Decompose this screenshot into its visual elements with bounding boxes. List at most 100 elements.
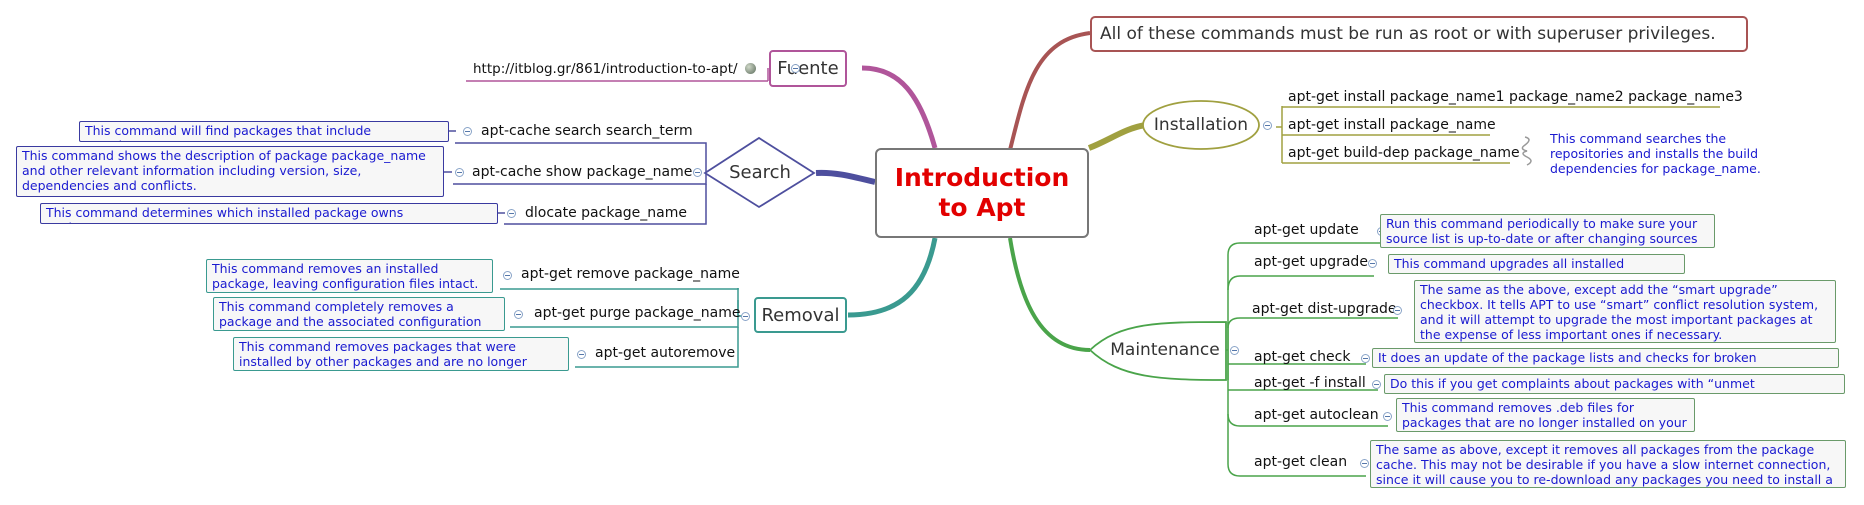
maint-note-4: It does an update of the package lists a… xyxy=(1372,348,1839,368)
removal-cmd-1-text: apt-get remove package_name xyxy=(521,266,740,282)
removal-cmd-3[interactable]: apt-get autoremove xyxy=(595,344,735,362)
search-diamond xyxy=(703,136,816,209)
branch-removal xyxy=(847,237,938,318)
removal-cmd-1-toggle[interactable] xyxy=(503,271,512,280)
removal-note-3-text: This command removes packages that were … xyxy=(239,339,527,370)
maint-note-2-text: This command upgrades all installed pack… xyxy=(1394,256,1625,273)
install-cmd-2[interactable]: apt-get install package_name xyxy=(1288,116,1496,134)
removal-note-3: This command removes packages that were … xyxy=(233,337,569,371)
topic-installation[interactable]: Installation xyxy=(1150,113,1252,137)
search-cmd-3[interactable]: dlocate package_name xyxy=(525,204,687,222)
maint-note-5-text: Do this if you get complaints about pack… xyxy=(1390,376,1755,393)
maint-note-3: The same as the above, except add the “s… xyxy=(1414,280,1836,343)
fuente-url-link[interactable]: http://itblog.gr/861/introduction-to-apt… xyxy=(473,60,756,78)
removal-cmd-2[interactable]: apt-get purge package_name xyxy=(534,304,740,322)
topic-installation-label: Installation xyxy=(1153,115,1249,135)
search-cmd-2-text: apt-cache show package_name xyxy=(472,164,693,180)
maint-cmd-6[interactable]: apt-get autoclean xyxy=(1254,406,1379,424)
installation-summary: This command searches the repositories a… xyxy=(1550,131,1770,176)
install-cmd-3-text: apt-get build-dep package_name xyxy=(1288,145,1520,161)
maint-cmd-5-text: apt-get -f install xyxy=(1254,375,1366,391)
removal-cmd-2-text: apt-get purge package_name xyxy=(534,305,741,321)
maint-cmd-5-toggle[interactable] xyxy=(1372,380,1381,389)
maint-cmd-7[interactable]: apt-get clean xyxy=(1254,453,1347,471)
search-note-1-text: This command will find packages that inc… xyxy=(85,123,372,141)
install-cmd-1[interactable]: apt-get install package_name1 package_na… xyxy=(1288,88,1743,106)
search-note-2: This command shows the description of pa… xyxy=(16,146,444,197)
removal-note-1-text: This command removes an installed packag… xyxy=(212,261,479,291)
maint-cmd-7-toggle[interactable] xyxy=(1360,459,1369,468)
search-cmd-1-toggle[interactable] xyxy=(463,127,472,136)
maint-cmd-1[interactable]: apt-get update xyxy=(1254,221,1359,239)
fuente-url-text: http://itblog.gr/861/introduction-to-apt… xyxy=(473,61,738,77)
branch-root-note xyxy=(1008,31,1091,151)
installation-ellipse xyxy=(1142,100,1260,150)
maint-cmd-6-toggle[interactable] xyxy=(1383,412,1392,421)
maint-note-7-text: The same as above, except it removes all… xyxy=(1376,442,1833,487)
search-cmd-3-toggle[interactable] xyxy=(507,209,516,218)
maintenance-shape xyxy=(1088,321,1227,381)
maint-note-7: The same as above, except it removes all… xyxy=(1370,440,1846,488)
maintenance-collapse-toggle[interactable] xyxy=(1230,346,1239,355)
removal-collapse-toggle[interactable] xyxy=(741,312,750,321)
brace xyxy=(1521,136,1532,166)
search-cmd-3-text: dlocate package_name xyxy=(525,205,687,221)
maint-note-3-text: The same as the above, except add the “s… xyxy=(1420,282,1819,342)
maint-note-6: This command removes .deb files for pack… xyxy=(1396,398,1695,432)
maint-note-4-text: It does an update of the package lists a… xyxy=(1378,350,1757,367)
fuente-collapse-toggle[interactable] xyxy=(791,64,800,73)
installation-summary-text: This command searches the repositories a… xyxy=(1550,131,1761,176)
removal-cmd-3-toggle[interactable] xyxy=(577,350,586,359)
search-note-1: This command will find packages that inc… xyxy=(79,121,449,142)
removal-cmd-1[interactable]: apt-get remove package_name xyxy=(521,265,740,283)
maint-cmd-2-toggle[interactable] xyxy=(1368,259,1377,268)
removal-cmd-2-toggle[interactable] xyxy=(514,310,523,319)
search-note-3: This command determines which installed … xyxy=(40,203,498,224)
maint-note-1-text: Run this command periodically to make su… xyxy=(1386,216,1698,247)
maint-cmd-5[interactable]: apt-get -f install xyxy=(1254,374,1366,392)
maint-cmd-3-toggle[interactable] xyxy=(1393,306,1402,315)
maint-note-5: Do this if you get complaints about pack… xyxy=(1384,374,1845,394)
removal-cmd-3-text: apt-get autoremove xyxy=(595,345,736,361)
topic-search[interactable]: Search xyxy=(722,160,798,184)
removal-note-2: This command completely removes a packag… xyxy=(213,297,505,331)
removal-note-2-text: This command completely removes a packag… xyxy=(219,299,482,330)
maint-cmd-2[interactable]: apt-get upgrade xyxy=(1254,253,1368,271)
maint-note-2: This command upgrades all installed pack… xyxy=(1388,254,1685,274)
branch-maintenance xyxy=(1008,237,1091,352)
central-topic-title: Introduction to Apt xyxy=(894,163,1070,222)
central-topic[interactable]: Introduction to Apt xyxy=(875,148,1089,238)
installation-collapse-toggle[interactable] xyxy=(1263,121,1272,130)
maint-cmd-1-text: apt-get update xyxy=(1254,222,1359,238)
maint-note-6-text: This command removes .deb files for pack… xyxy=(1402,400,1687,431)
search-cmd-2-toggle[interactable] xyxy=(455,168,464,177)
maint-cmd-2-text: apt-get upgrade xyxy=(1254,254,1368,270)
search-note-3-text: This command determines which installed … xyxy=(46,205,404,223)
install-cmd-3[interactable]: apt-get build-dep package_name xyxy=(1288,144,1520,162)
removal-note-1: This command removes an installed packag… xyxy=(206,259,493,293)
root-note-text: All of these commands must be run as roo… xyxy=(1100,24,1716,44)
topic-maintenance[interactable]: Maintenance xyxy=(1105,338,1225,362)
maint-note-1: Run this command periodically to make su… xyxy=(1380,214,1715,248)
search-cmd-2[interactable]: apt-cache show package_name xyxy=(472,163,692,181)
maint-cmd-4-text: apt-get check xyxy=(1254,349,1351,365)
maint-cmd-4-toggle[interactable] xyxy=(1361,354,1370,363)
topic-removal-label: Removal xyxy=(761,304,840,326)
root-note[interactable]: All of these commands must be run as roo… xyxy=(1090,16,1748,52)
search-cmd-1-text: apt-cache search search_term xyxy=(481,123,693,139)
maint-cmd-4[interactable]: apt-get check xyxy=(1254,348,1350,366)
maint-cmd-6-text: apt-get autoclean xyxy=(1254,407,1379,423)
branch-installation xyxy=(1087,122,1147,151)
topic-fuente[interactable]: Fuente xyxy=(769,50,847,87)
branch-search xyxy=(815,169,876,185)
search-cmd-1[interactable]: apt-cache search search_term xyxy=(481,122,693,140)
topic-fuente-label: Fuente xyxy=(777,58,839,79)
search-collapse-toggle[interactable] xyxy=(693,168,702,177)
topic-maintenance-label: Maintenance xyxy=(1110,340,1220,360)
install-cmd-1-text: apt-get install package_name1 package_na… xyxy=(1288,89,1743,105)
install-cmd-2-text: apt-get install package_name xyxy=(1288,117,1496,133)
topic-removal[interactable]: Removal xyxy=(754,297,847,333)
maint-cmd-3[interactable]: apt-get dist-upgrade xyxy=(1252,300,1397,318)
